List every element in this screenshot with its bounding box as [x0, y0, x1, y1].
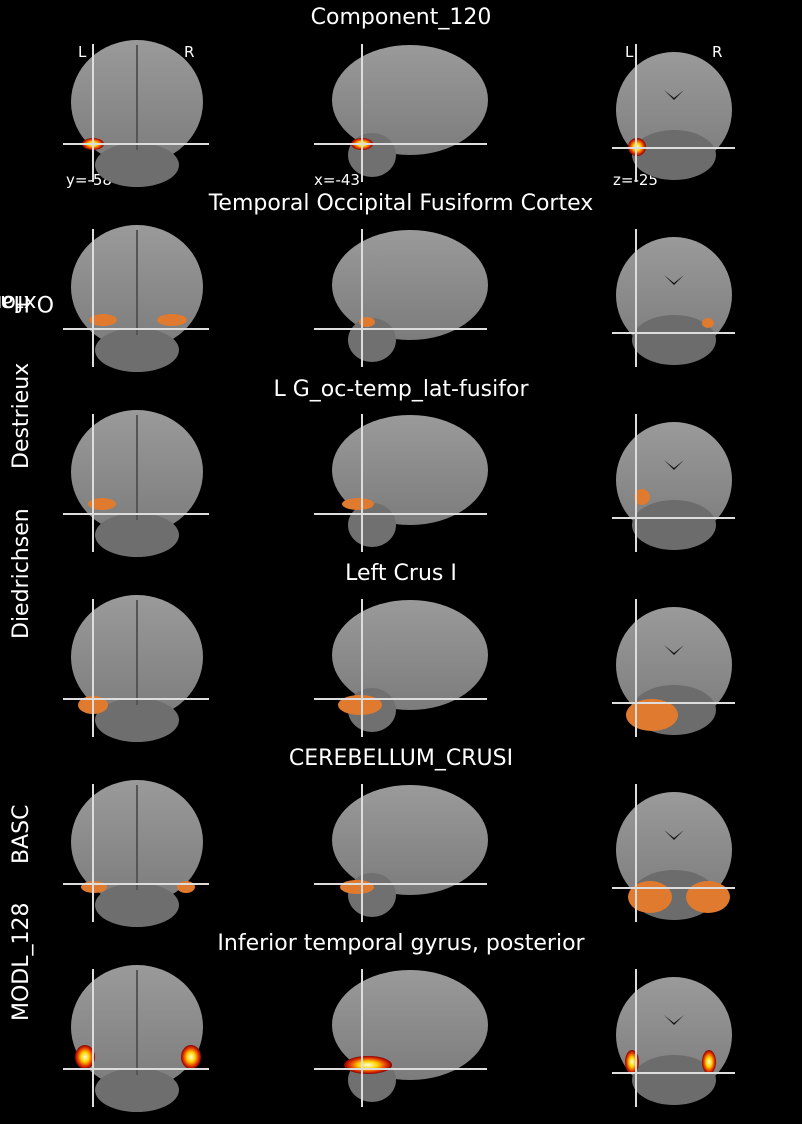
- activation-blob: [75, 1045, 95, 1069]
- sagittal-slice: [332, 970, 488, 1080]
- sagittal-slice: [332, 45, 488, 155]
- activation-blob: [89, 314, 117, 326]
- axial-dark-region: [664, 275, 684, 285]
- region-title-3: Left Crus I: [345, 561, 457, 586]
- activation-blob: [342, 498, 374, 510]
- activation-blob: [626, 699, 678, 731]
- left-marker-coronal: L: [78, 43, 87, 61]
- activation-blob: [88, 498, 116, 510]
- coord-x: x=-43: [314, 171, 360, 189]
- right-marker-axial: R: [712, 43, 723, 61]
- sagittal-slice: [332, 415, 488, 525]
- axial-cerebellum: [632, 130, 716, 180]
- activation-blob: [686, 881, 730, 913]
- page-title: Component_120: [310, 5, 492, 30]
- coronal-cerebellum: [95, 143, 179, 187]
- axial-dark-region: [664, 1015, 684, 1025]
- axial-dark-region: [664, 90, 684, 100]
- left-marker-axial: L: [625, 43, 634, 61]
- coronal-cerebellum: [95, 513, 179, 557]
- activation-blob: [181, 1045, 201, 1069]
- coronal-cerebellum: [95, 883, 179, 927]
- axial-dark-region: [664, 830, 684, 840]
- activation-blob: [344, 1056, 392, 1074]
- axial-dark-region: [664, 645, 684, 655]
- activation-blob: [634, 489, 650, 505]
- region-title-5: Inferior temporal gyrus, posterior: [217, 931, 585, 956]
- region-title-4: CEREBELLUM_CRUSI: [288, 746, 514, 771]
- sagittal-slice: [332, 600, 488, 710]
- sagittal-slice: [332, 230, 488, 340]
- axial-cerebellum: [632, 315, 716, 365]
- axial-cerebellum: [632, 500, 716, 550]
- coronal-cerebellum: [95, 328, 179, 372]
- activation-blob: [702, 1050, 716, 1074]
- axial-dark-region: [664, 460, 684, 470]
- axial-cerebellum: [632, 1055, 716, 1105]
- activation-blob: [157, 314, 187, 326]
- region-title-2: L G_oc-temp_lat-fusifor: [273, 377, 529, 402]
- activation-blob: [702, 318, 714, 328]
- sagittal-slice: [332, 785, 488, 895]
- coronal-cerebellum: [95, 698, 179, 742]
- activation-blob: [177, 881, 195, 893]
- activation-blob: [340, 880, 374, 894]
- activation-blob: [628, 881, 672, 913]
- region-title-1: Temporal Occipital Fusiform Cortex: [208, 191, 594, 216]
- sagittal-cerebellum: [348, 873, 396, 917]
- right-marker-coronal: R: [184, 43, 195, 61]
- coronal-cerebellum: [95, 1068, 179, 1112]
